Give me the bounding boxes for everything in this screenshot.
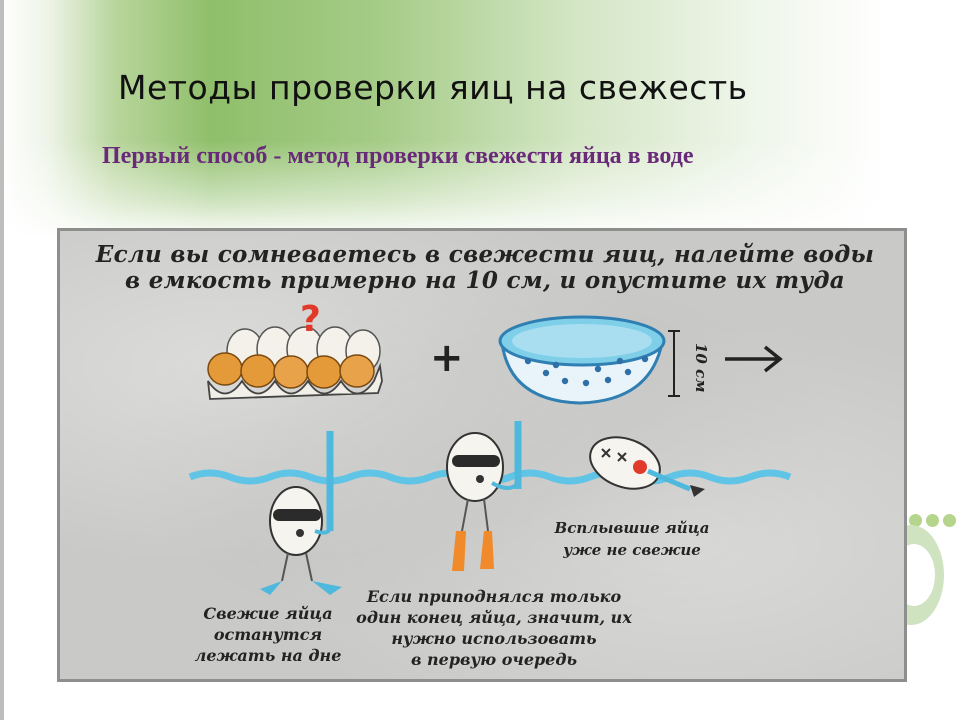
illustration-art: ? + 10 см: [188, 299, 792, 595]
label-floating-line-1: Всплывшие яйца: [554, 519, 710, 537]
intro-line-1: Если вы сомневаетесь в свежести яиц, нал…: [95, 241, 875, 268]
decor-dot: [943, 514, 956, 527]
label-fresh-line-3: лежать на дне: [194, 646, 342, 665]
slide-title: Методы проверки яиц на свежесть: [118, 68, 748, 107]
slide-subtitle: Первый способ - метод проверки свежести …: [102, 143, 694, 169]
label-floating: Всплывшие яйца уже не свежие: [532, 517, 732, 561]
egg-water-test-illustration: Если вы сомневаетесь в свежести яиц, нал…: [57, 228, 907, 682]
slide-left-edge: [0, 0, 4, 720]
label-use-first-line-4: в первую очередь: [410, 650, 578, 669]
floating-egg-icon: [589, 436, 705, 497]
decor-dot: [926, 514, 939, 527]
label-fresh-line-1: Свежие яйца: [203, 604, 333, 623]
intro-line-2: в емкость примерно на 10 см, и опустите …: [125, 267, 845, 294]
fresh-egg-icon: [260, 431, 342, 595]
label-fresh: Свежие яйца останутся лежать на дне: [188, 603, 348, 666]
label-use-first-line-2: один конец яйца, значит, их: [356, 608, 632, 627]
depth-label: 10 см: [692, 343, 710, 393]
tilted-egg-icon: [446, 421, 522, 571]
green-band-fade: [0, 140, 960, 240]
label-fresh-line-2: останутся: [213, 625, 323, 644]
label-use-first-line-1: Если приподнялся только: [366, 587, 622, 606]
water-bowl-icon: [498, 315, 666, 405]
plus-sign: +: [430, 335, 464, 381]
decor-dot: [909, 514, 922, 527]
arrow-right-icon: [725, 345, 783, 373]
decorative-dots: [909, 514, 959, 528]
label-floating-line-2: уже не свежие: [563, 541, 701, 559]
label-use-first-line-3: нужно использовать: [391, 629, 597, 648]
label-use-first: Если приподнялся только один конец яйца,…: [344, 586, 644, 670]
egg-carton-icon: [207, 326, 383, 400]
question-mark-icon: ?: [300, 299, 321, 340]
